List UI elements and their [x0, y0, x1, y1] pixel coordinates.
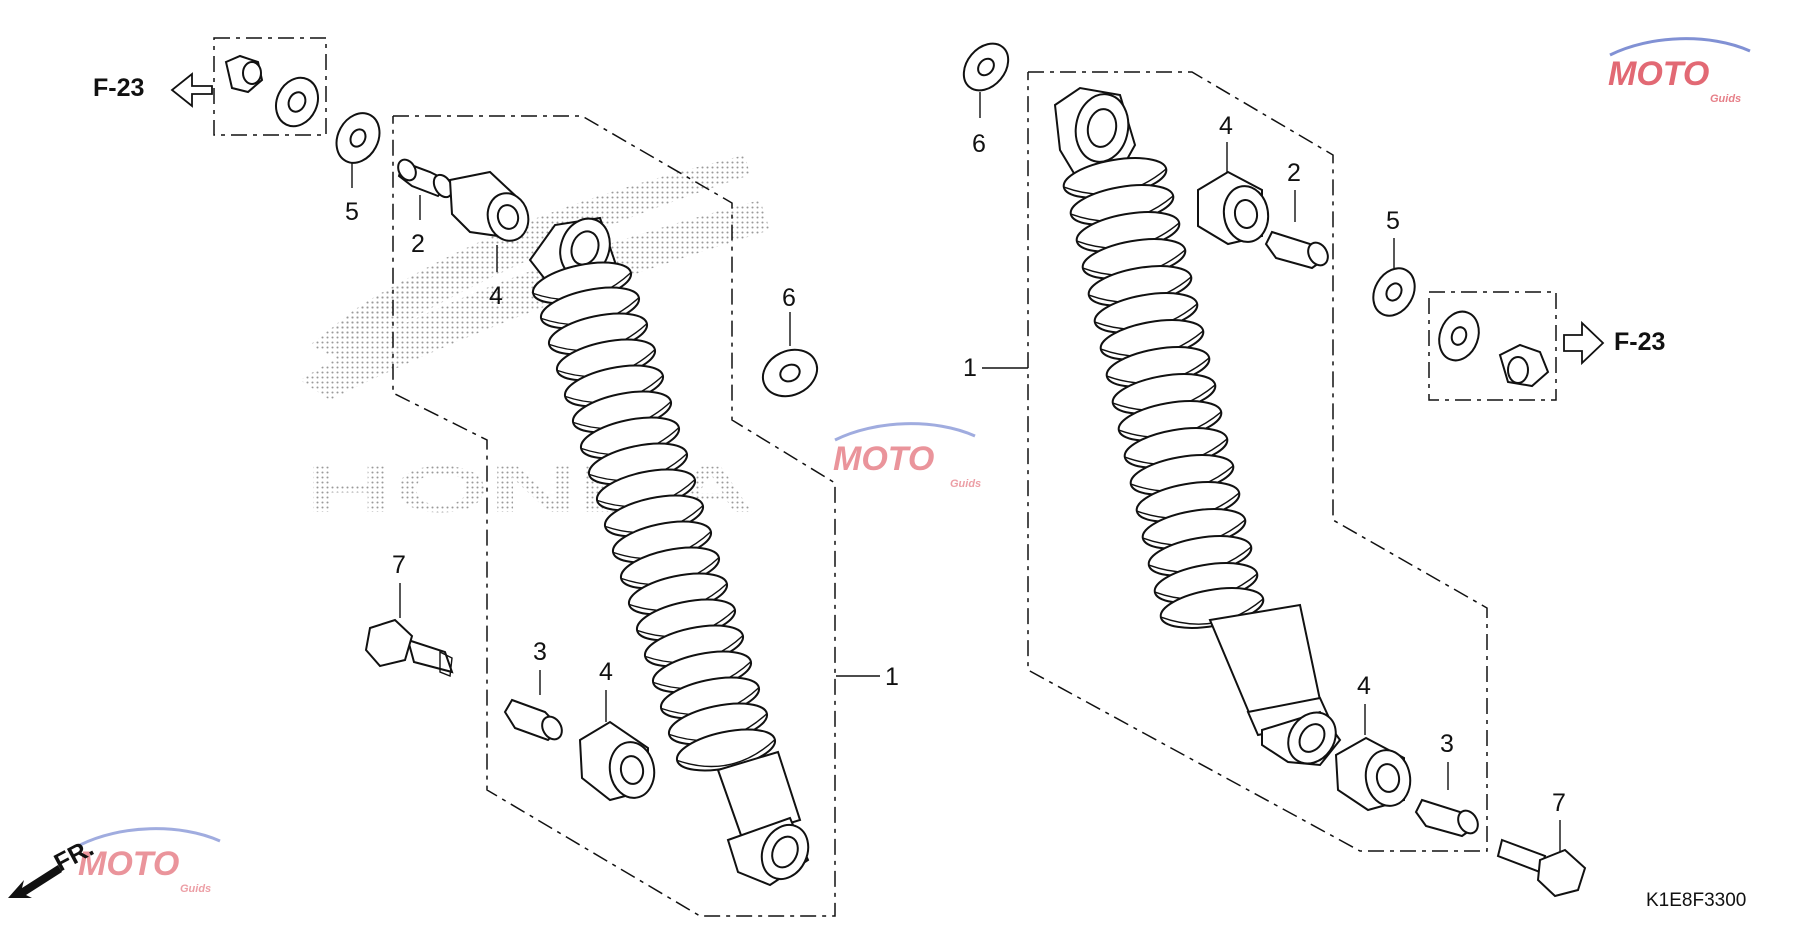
callout-left-6: 6	[782, 284, 796, 312]
callout-right-7: 7	[1552, 789, 1566, 817]
callout-right-1: 1	[963, 354, 977, 382]
moto-logo-text: MOTO	[78, 845, 179, 883]
left-bushing-4-lower: 4	[578, 658, 656, 802]
right-washer-6: 6	[962, 42, 1010, 158]
right-collar-2: 2	[1264, 159, 1329, 270]
moto-logo-subtext: Guids	[1710, 93, 1741, 105]
right-bushing-4-upper: 4	[1197, 112, 1270, 246]
left-reference-arrow: F-23	[93, 72, 213, 108]
right-reference-box	[1428, 291, 1557, 401]
left-bolt-7: 7	[364, 551, 454, 677]
right-flange-nut	[1498, 343, 1550, 388]
left-reference-box	[213, 37, 327, 136]
callout-left-2: 2	[411, 230, 425, 258]
right-collar-3: 3	[1414, 730, 1479, 838]
moto-logo-watermark-top-right: MOTO Guids	[1608, 37, 1751, 105]
right-bolt-7: 7	[1496, 789, 1587, 898]
callout-right-6: 6	[972, 130, 986, 158]
callout-right-5: 5	[1386, 207, 1400, 235]
moto-logo-watermark-bottom-left: MOTO Guids	[78, 827, 221, 895]
callout-left-3: 3	[533, 638, 547, 666]
moto-logo-subtext: Guids	[950, 478, 981, 490]
right-bushing-4-lower: 4	[1334, 672, 1412, 812]
callout-left-4-upper: 4	[489, 282, 503, 310]
honda-watermark: HONDA	[300, 155, 770, 526]
callout-left-4-lower: 4	[599, 658, 613, 686]
left-washer-5: 5	[335, 112, 381, 226]
right-reference-label: F-23	[1614, 328, 1665, 356]
callout-left-7: 7	[392, 551, 406, 579]
left-reference-label: F-23	[93, 74, 144, 102]
left-collar-2: 2	[397, 158, 454, 258]
left-washer-6: 6	[761, 284, 819, 398]
callout-left-1: 1	[885, 663, 899, 691]
right-reference-arrow: F-23	[1563, 320, 1665, 366]
callout-right-4-upper: 4	[1219, 112, 1233, 140]
moto-logo-watermark-center: MOTO Guids	[833, 422, 981, 490]
moto-logo-text: MOTO	[833, 440, 934, 478]
left-shock-absorber	[528, 216, 810, 887]
left-bushing-4-upper: 4	[448, 170, 530, 310]
right-assembly-outline	[1027, 71, 1488, 852]
moto-logo-text: MOTO	[1608, 55, 1709, 93]
left-collar-3: 3	[503, 638, 563, 742]
callout-right-3: 3	[1440, 730, 1454, 758]
right-washer-5: 5	[1372, 207, 1416, 317]
right-reference-washer	[1438, 310, 1480, 362]
callout-right-4-lower: 4	[1357, 672, 1371, 700]
left-flange-nut	[224, 54, 264, 94]
callout-right-2: 2	[1287, 159, 1301, 187]
drawing-code: K1E8F3300	[1646, 890, 1746, 911]
moto-logo-subtext: Guids	[180, 883, 211, 895]
callout-left-5: 5	[345, 198, 359, 226]
left-assembly-outline	[392, 115, 836, 917]
left-reference-washer	[275, 76, 319, 128]
right-shock-absorber	[1053, 86, 1342, 767]
